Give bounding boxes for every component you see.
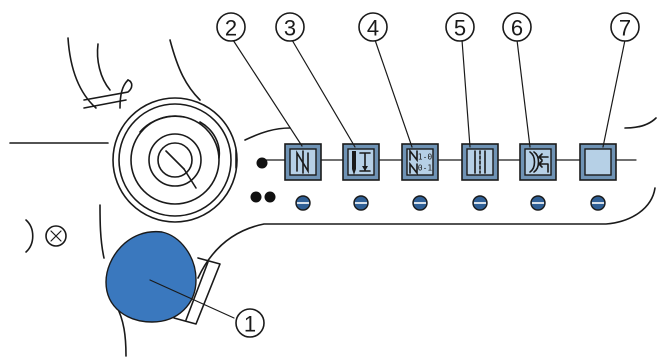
button-row: 1-00-1 [284, 143, 617, 211]
selector-knob[interactable] [472, 195, 488, 211]
mirror-image-icon: 1-00-1 [409, 148, 433, 176]
callout-2: 2 [216, 12, 246, 42]
speed-indicators [250, 157, 276, 203]
double-dot-icon [264, 191, 276, 203]
button-blank[interactable] [579, 143, 617, 181]
callout-4: 4 [358, 12, 388, 42]
selector-knob[interactable] [353, 195, 369, 211]
knob-assembly [105, 231, 221, 325]
callouts: 1 2 3 4 5 6 7 [216, 12, 640, 338]
callout-label: 2 [225, 16, 237, 41]
callout-label: 5 [454, 16, 466, 41]
cross-circle-icon [45, 225, 67, 247]
needle-position-icon [352, 151, 371, 175]
feed-icon [529, 151, 549, 173]
button-feed[interactable] [519, 143, 557, 181]
callout-3: 3 [275, 12, 305, 42]
machine-outline [9, 37, 657, 357]
callout-label: 7 [619, 16, 631, 41]
mirror-top-text: 1-0 [418, 153, 433, 162]
callout-label: 3 [284, 16, 296, 41]
callout-label: 4 [367, 16, 379, 41]
knob[interactable] [105, 231, 197, 323]
button-needle[interactable] [342, 143, 380, 181]
selector-knob[interactable] [590, 195, 606, 211]
callout-label: 6 [511, 16, 523, 41]
button-n[interactable] [284, 143, 322, 181]
callout-label: 1 [244, 312, 256, 337]
selector-knob[interactable] [412, 195, 428, 211]
button-stitch[interactable] [461, 143, 499, 181]
stitch-icon [474, 150, 486, 174]
double-dot-icon [250, 191, 262, 203]
selector-knob[interactable] [295, 195, 311, 211]
callout-7: 7 [610, 12, 640, 42]
mirror-bottom-text: 0-1 [418, 164, 433, 173]
button-face [584, 148, 612, 176]
reverse-stitch-icon [296, 150, 309, 174]
side-symbols [25, 219, 67, 253]
callout-1: 1 [235, 308, 265, 338]
callout-6: 6 [502, 12, 532, 42]
selector-knob[interactable] [530, 195, 546, 211]
button-mirror[interactable]: 1-00-1 [401, 143, 439, 181]
callout-5: 5 [445, 12, 475, 42]
callout-leaders [149, 39, 626, 319]
single-dot-icon [256, 157, 268, 169]
bobbin-wheel [112, 97, 238, 223]
